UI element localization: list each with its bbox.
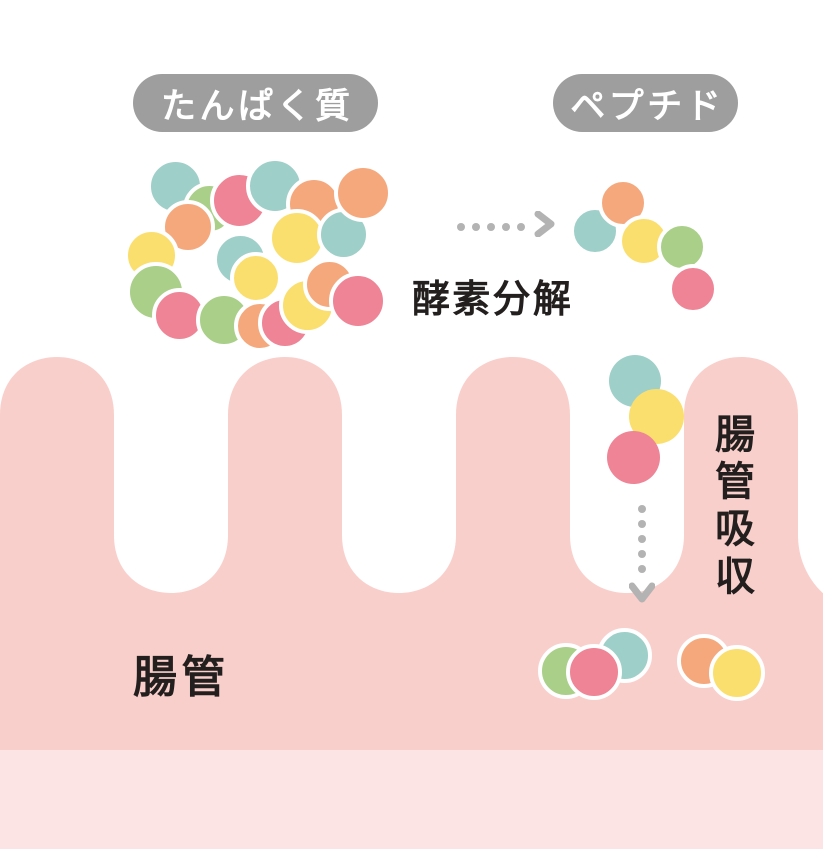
arrow-dot (457, 222, 465, 231)
molecule-circle-yellow (230, 252, 282, 304)
molecule-circle-yellow (709, 645, 765, 701)
molecule-circle-pink (607, 431, 660, 484)
arrow-dot (472, 222, 480, 231)
label-char: 収 (715, 554, 755, 599)
label-intestine: 腸管 (133, 653, 230, 702)
label-enzyme-digestion: 酵素分解 (412, 279, 574, 321)
chevron-right-icon (534, 210, 558, 242)
label-char: 吸 (715, 507, 755, 552)
arrow-dot (502, 222, 510, 231)
chevron-down-icon (628, 582, 656, 611)
arrow-dot (638, 520, 646, 528)
intestine-illustration (0, 355, 823, 849)
arrow-dot (638, 535, 646, 543)
molecule-circle-pink (668, 264, 718, 314)
label-intestinal-absorption: 腸 管 吸 収 (709, 412, 761, 601)
arrow-dot (638, 505, 646, 513)
label-pill-peptide: ペプチド (553, 74, 738, 132)
label-char: 管 (715, 460, 755, 505)
molecule-circle-orange (334, 164, 392, 222)
label-pill-protein: たんぱく質 (133, 74, 378, 132)
absorption-arrow-down (628, 505, 656, 611)
label-char: 腸 (715, 413, 755, 457)
enzyme-arrow-right (457, 210, 558, 242)
arrow-dot (638, 550, 646, 558)
arrow-dot (487, 222, 495, 231)
intestine-base-band (0, 750, 823, 849)
molecule-circle-pink (329, 272, 387, 330)
intestine-body-shape (0, 357, 823, 750)
arrow-dot (638, 565, 646, 573)
molecule-circle-pink (566, 644, 622, 700)
arrow-dot (517, 222, 525, 231)
